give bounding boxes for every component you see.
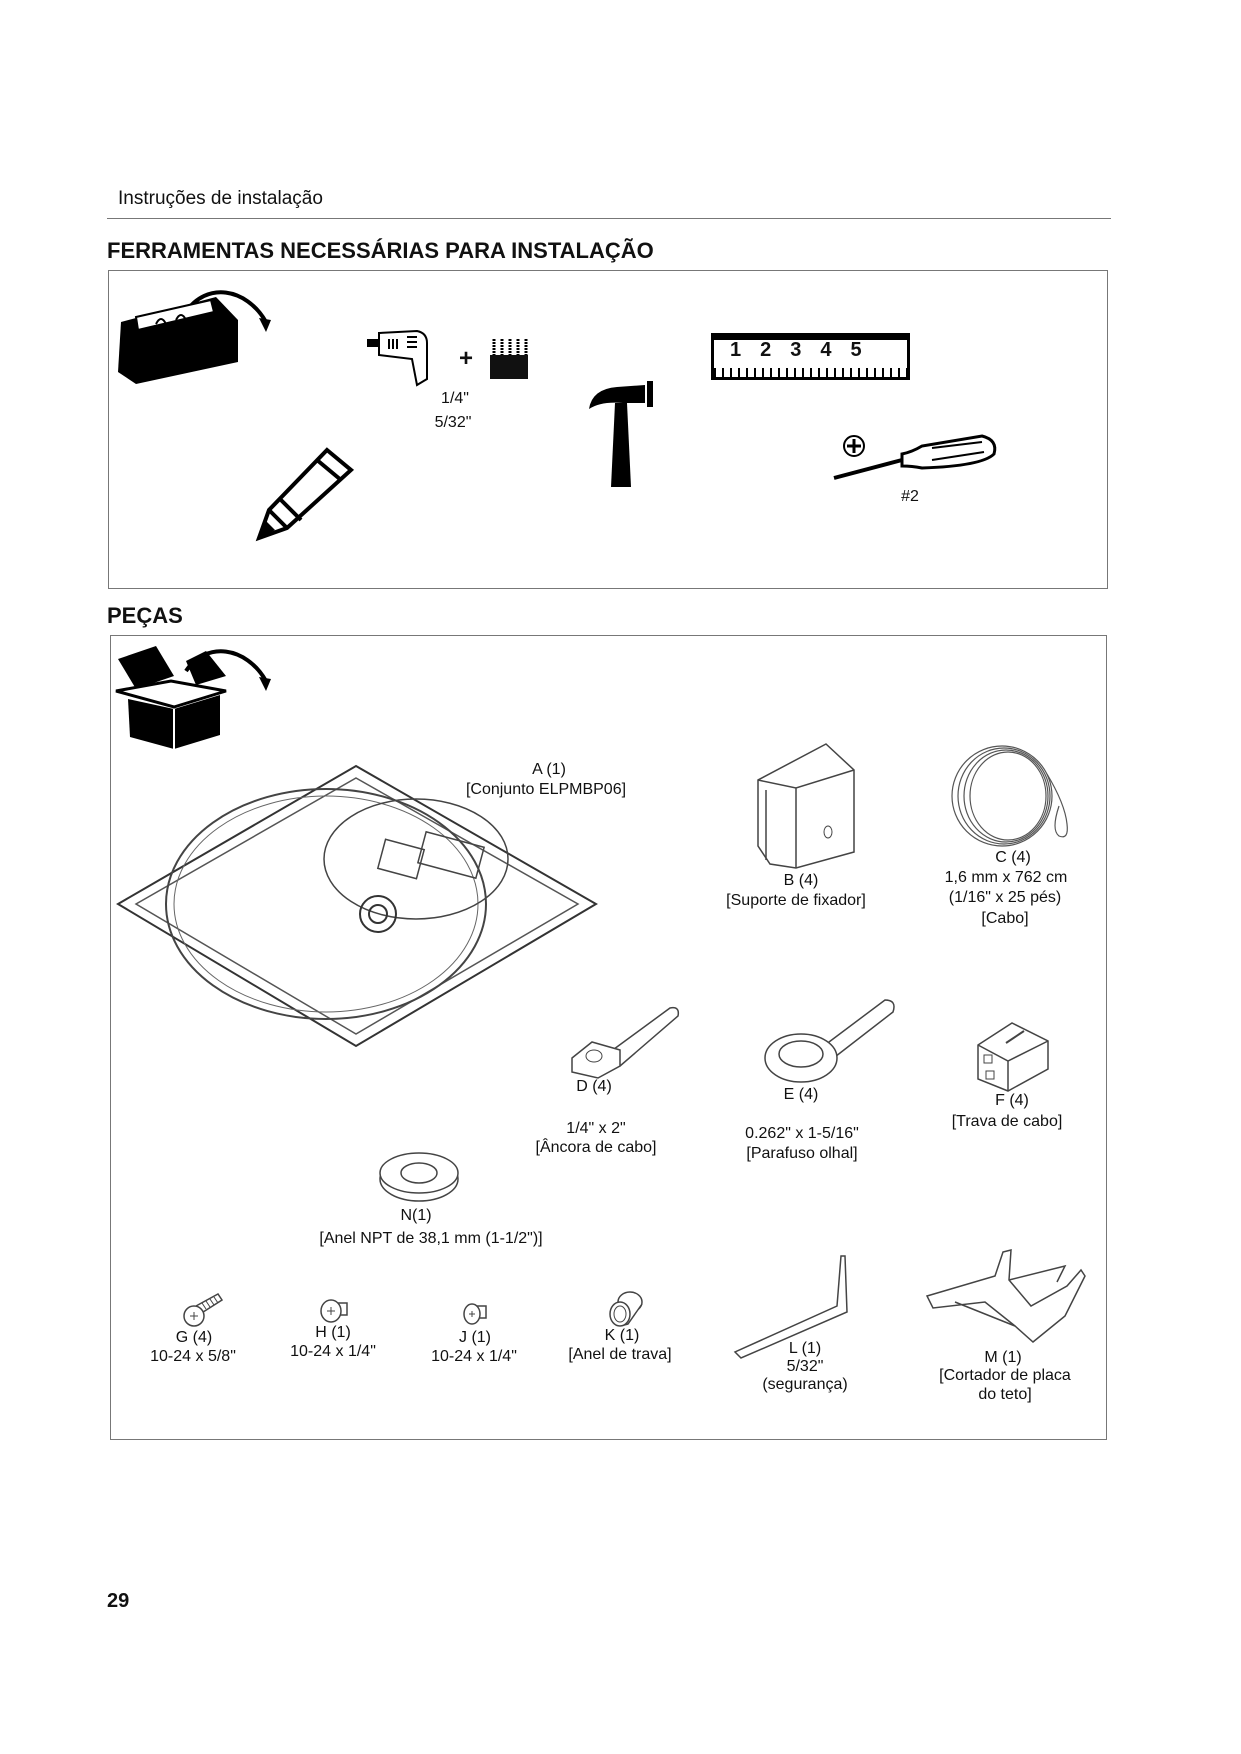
part-f-desc: [Trava de cabo] — [951, 1113, 1063, 1130]
parts-panel — [110, 635, 1107, 1440]
part-b-desc: [Suporte de fixador] — [726, 892, 866, 909]
security-hex-key-illustration — [733, 1255, 848, 1359]
part-d-desc: [Âncora de cabo] — [535, 1139, 657, 1156]
open-box-icon — [115, 646, 271, 749]
part-k-desc: [Anel de trava] — [568, 1346, 672, 1363]
part-m-desc-line1: [Cortador de placa — [939, 1367, 1071, 1384]
part-h-id: H (1) — [315, 1324, 351, 1341]
part-e-size: 0.262" x 1-5/16" — [745, 1125, 859, 1142]
part-d-size: 1/4" x 2" — [566, 1120, 626, 1137]
ruler-number: 1 — [730, 339, 742, 361]
lock-ring-illustration — [609, 1291, 643, 1327]
part-n-desc: [Anel NPT de 38,1 mm (1-1/2")] — [319, 1230, 543, 1247]
part-n-id: N(1) — [400, 1207, 432, 1224]
part-j-id: J (1) — [459, 1329, 491, 1346]
part-l-size: 5/32" — [786, 1358, 824, 1375]
ceiling-tile-cutter-illustration — [925, 1249, 1086, 1343]
phillips-screwdriver-icon — [833, 434, 997, 480]
eye-bolt-illustration — [764, 999, 895, 1083]
plus-sign: + — [458, 345, 474, 372]
parts-section-title: PEÇAS — [107, 603, 183, 628]
drill-bits-icon — [490, 339, 528, 379]
pencil-icon — [255, 447, 355, 542]
part-e-id: E (4) — [783, 1086, 819, 1103]
ruler-number: 3 — [790, 339, 802, 361]
mounting-plate-assembly-illustration — [116, 764, 598, 1048]
screw-g-illustration — [183, 1293, 224, 1327]
drill-size-1: 1/4" — [441, 390, 469, 407]
page-number: 29 — [107, 1590, 130, 1612]
part-g-id: G (4) — [175, 1329, 213, 1346]
part-e-desc: [Parafuso olhal] — [746, 1145, 858, 1162]
part-c-desc: [Cabo] — [981, 910, 1029, 927]
part-k-id: K (1) — [604, 1327, 640, 1344]
part-d-id: D (4) — [576, 1078, 612, 1095]
ruler-number: 5 — [850, 339, 862, 361]
part-h-size: 10-24 x 1/4" — [290, 1343, 376, 1360]
screw-j-illustration — [463, 1303, 487, 1325]
cable-coil-illustration — [951, 745, 1068, 847]
part-c-size-metric: 1,6 mm x 762 cm — [944, 869, 1068, 886]
part-f-id: F (4) — [995, 1092, 1029, 1109]
running-header: Instruções de instalação — [118, 188, 323, 209]
part-c-size-imperial: (1/16" x 25 pés) — [948, 889, 1062, 906]
toolbox-icon — [118, 290, 271, 384]
drill-icon — [367, 329, 428, 387]
part-a-desc: [Conjunto ELPMBP06] — [465, 781, 627, 798]
part-b-id: B (4) — [783, 872, 819, 889]
drill-size-2: 5/32" — [434, 414, 472, 431]
hammer-icon — [589, 381, 653, 487]
cable-lock-illustration — [977, 1022, 1049, 1092]
part-a-id: A (1) — [532, 761, 566, 778]
ruler-icon: 1 2 3 4 5 — [711, 333, 910, 380]
header-divider — [107, 218, 1111, 219]
part-l-id: L (1) — [788, 1340, 822, 1357]
npt-ring-illustration — [379, 1152, 459, 1202]
screw-h-illustration — [320, 1299, 348, 1323]
part-l-desc: (segurança) — [762, 1376, 848, 1393]
part-g-size: 10-24 x 5/8" — [150, 1348, 236, 1365]
part-m-desc-line2: do teto] — [978, 1386, 1032, 1403]
screwdriver-size: #2 — [901, 488, 919, 505]
part-c-id: C (4) — [995, 849, 1031, 866]
cable-anchor-illustration — [571, 1006, 680, 1079]
tools-panel — [108, 270, 1108, 589]
part-j-size: 10-24 x 1/4" — [431, 1348, 517, 1365]
tools-section-title: FERRAMENTAS NECESSÁRIAS PARA INSTALAÇÃO — [107, 238, 654, 263]
ruler-number: 2 — [760, 339, 772, 361]
ruler-number: 4 — [820, 339, 832, 361]
part-m-id: M (1) — [984, 1349, 1022, 1366]
fastener-bracket-illustration — [757, 743, 855, 869]
